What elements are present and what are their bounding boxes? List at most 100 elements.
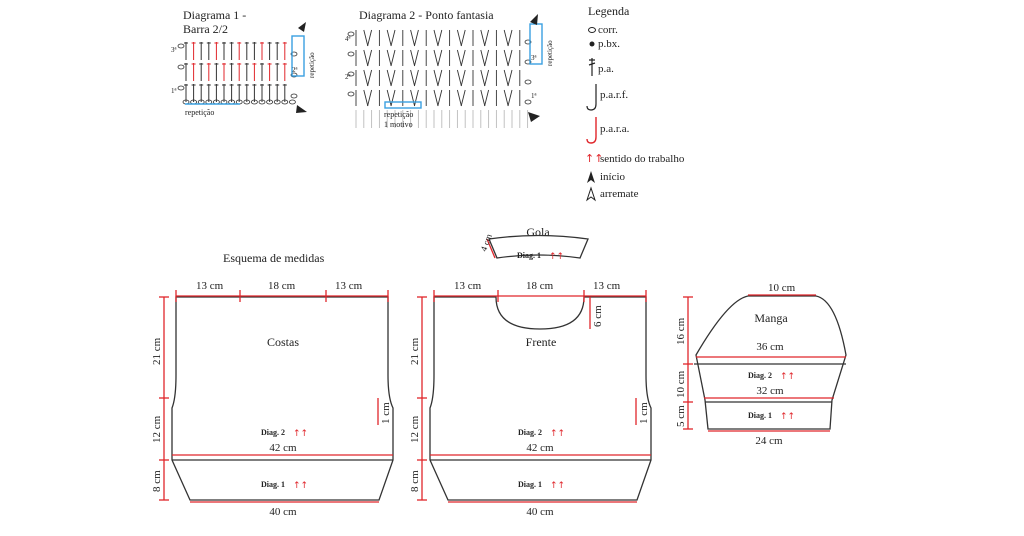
stitch-symbol xyxy=(433,69,439,87)
legend-item-parf: p.a.r.f. xyxy=(600,89,628,101)
manga-diag1: Diag. 1 xyxy=(748,411,772,420)
stitch-symbol xyxy=(507,49,513,67)
stitch-symbol xyxy=(484,89,490,107)
chain-stitch xyxy=(524,39,532,45)
legend-item-para: p.a.r.a. xyxy=(600,123,630,135)
stitch-symbol xyxy=(507,89,513,107)
costas-diag2: Diag. 2 xyxy=(261,428,285,437)
costas-diag2-arrows-icon: ↑↑ xyxy=(293,429,308,439)
stitch-symbol xyxy=(456,89,462,107)
stitch-symbol xyxy=(503,89,509,107)
stitch-symbol xyxy=(367,49,373,67)
manga-left-mid: 10 cm xyxy=(675,370,687,398)
stitch-symbol xyxy=(433,29,439,47)
diagram2-row-3-label: 3ª xyxy=(531,54,537,62)
costas-left-top: 21 cm xyxy=(151,337,163,365)
stitch-symbol xyxy=(460,29,466,47)
legend: Legenda corr. p.bx. p.a. p.a.r.f. p.a.r.… xyxy=(585,4,685,202)
chain-stitch xyxy=(266,99,274,105)
stitch-symbol xyxy=(480,89,486,107)
chain-stitch xyxy=(273,99,281,105)
stitch-symbol xyxy=(390,49,396,67)
costas-label: Costas xyxy=(267,335,299,349)
stitch-symbol xyxy=(367,29,373,47)
chain-stitch xyxy=(524,79,532,85)
diagram2-stitches xyxy=(347,29,532,128)
stitch-symbol xyxy=(367,89,373,107)
manga-width-bottom: 24 cm xyxy=(755,435,783,447)
stitch-symbol xyxy=(456,29,462,47)
stitch-symbol xyxy=(363,29,369,47)
stitch-symbol xyxy=(484,49,490,67)
diagram2-bottom-repeat-label: repetição xyxy=(384,110,413,119)
chain-stitch xyxy=(290,51,298,57)
single-crochet-icon xyxy=(589,41,595,47)
stitch-symbol xyxy=(363,49,369,67)
costas-piece: 13 cm 18 cm 13 cm 21 cm 12 cm 8 cm 1 cm … xyxy=(151,280,394,518)
diagram-1: Diagrama 1 - Barra 2/2 3ª 2ª 1ª repetiçã… xyxy=(171,8,316,117)
chain-stitch xyxy=(347,51,355,57)
diagram1-bottom-repeat-label: repetição xyxy=(185,108,214,117)
stitch-symbol xyxy=(456,69,462,87)
costas-diag1-arrows-icon: ↑↑ xyxy=(293,481,308,491)
costas-width-mid: 42 cm xyxy=(269,442,297,454)
legend-item-corr: corr. xyxy=(598,24,618,36)
stitch-symbol xyxy=(386,29,392,47)
manga-diag2-arrows-icon: ↑↑ xyxy=(780,372,795,382)
work-direction-icon: ↑↑ xyxy=(585,152,603,165)
frente-top-right: 13 cm xyxy=(593,280,621,292)
stitch-symbol xyxy=(503,49,509,67)
stitch-symbol xyxy=(390,69,396,87)
stitch-symbol xyxy=(437,89,443,107)
finish-arrow-icon xyxy=(586,186,596,202)
stitch-symbol xyxy=(410,89,416,107)
manga-outline xyxy=(695,295,847,430)
stitch-symbol xyxy=(480,29,486,47)
diagram1-row-2-label: 2ª xyxy=(292,66,298,74)
stitch-symbol xyxy=(390,89,396,107)
frente-neck: 6 cm xyxy=(592,305,604,327)
frente-diag1-arrows-icon: ↑↑ xyxy=(550,481,565,491)
stitch-symbol xyxy=(480,49,486,67)
costas-top-right: 13 cm xyxy=(335,280,363,292)
gola-piece: Gola 4 cm Diag. 1 ↑↑ xyxy=(478,225,589,262)
chain-stitch xyxy=(243,99,251,105)
stitch-symbol xyxy=(456,49,462,67)
chain-stitch xyxy=(177,85,185,91)
legend-item-pbx: p.bx. xyxy=(598,38,620,50)
stitch-symbol xyxy=(413,29,419,47)
stitch-symbol xyxy=(484,69,490,87)
gola-outline xyxy=(488,234,589,259)
diagram2-finish-arrow-icon xyxy=(530,14,538,25)
diagram1-side-repeat-bracket xyxy=(291,35,305,77)
diagram1-row-1-label: 1ª xyxy=(171,87,177,95)
stitch-symbol xyxy=(507,29,513,47)
diagram2-row-2-label: 2ª xyxy=(345,73,351,81)
costas-left-bottom: 8 cm xyxy=(151,470,163,492)
stitch-symbol xyxy=(433,49,439,67)
legend-item-finish: arremate xyxy=(600,188,639,200)
manga-left-bottom: 5 cm xyxy=(675,405,687,427)
legend-item-start: início xyxy=(600,171,626,183)
stitch-symbol xyxy=(410,29,416,47)
diagram1-title-line2: Barra 2/2 xyxy=(183,22,228,36)
start-arrow-icon xyxy=(587,171,595,183)
chain-stitch xyxy=(177,43,185,49)
chain-stitch xyxy=(288,99,296,105)
legend-item-pa: p.a. xyxy=(598,63,614,75)
diagram2-row-1-label: 1ª xyxy=(531,92,537,100)
manga-width-cap: 36 cm xyxy=(756,341,784,353)
stitch-symbol xyxy=(413,89,419,107)
stitch-symbol xyxy=(413,49,419,67)
costas-outline xyxy=(171,296,394,501)
stitch-symbol xyxy=(437,49,443,67)
frente-top-mid: 18 cm xyxy=(526,280,554,292)
chain-stitch xyxy=(250,99,258,105)
frente-left-bottom: 8 cm xyxy=(409,470,421,492)
stitch-symbol xyxy=(390,29,396,47)
stitch-symbol xyxy=(460,89,466,107)
double-crochet-icon xyxy=(588,58,596,76)
stitch-symbol xyxy=(460,69,466,87)
diagram2-start-arrow-icon xyxy=(528,112,540,122)
